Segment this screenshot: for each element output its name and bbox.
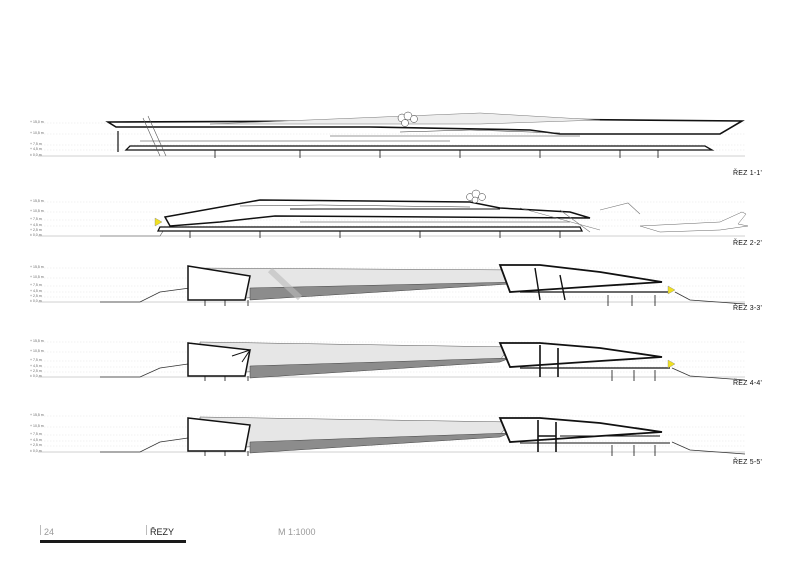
level-label: + 10,5 m <box>30 349 44 353</box>
level-label: + 15,5 m <box>30 413 44 417</box>
footer-rule <box>40 540 186 543</box>
level-label: + 7,5 m <box>30 358 42 362</box>
scale-label: M 1:1000 <box>278 527 316 537</box>
level-label: + 15,5 m <box>30 199 44 203</box>
level-label: + 4,5 m <box>30 438 42 442</box>
level-label: + 2,5 m <box>30 443 42 447</box>
level-label: + 15,5 m <box>30 265 44 269</box>
sheet-title: ŘEZY <box>150 527 175 537</box>
level-label: + 2,5 m <box>30 228 42 232</box>
section-4-label: ŘEZ 4-4' <box>733 380 762 387</box>
level-label: + 7,5 m <box>30 432 42 436</box>
page-number: 24 <box>44 527 55 537</box>
divider-tick <box>40 525 41 535</box>
level-label: + 2,5 m <box>30 294 42 298</box>
level-label: + 4,5 m <box>30 289 42 293</box>
level-label: ± 0,0 m <box>30 449 42 453</box>
level-label: + 15,0 m <box>30 120 44 124</box>
section-3-label: ŘEZ 3-3' <box>733 305 762 312</box>
level-label: + 7,5 m <box>30 283 42 287</box>
level-label: + 10,5 m <box>30 424 44 428</box>
divider-tick <box>146 525 147 535</box>
level-label: + 7,5 m <box>30 217 42 221</box>
level-label: ± 0,0 m <box>30 233 42 237</box>
level-label: + 4,5 m <box>30 147 42 151</box>
level-label: + 10,5 m <box>30 131 44 135</box>
level-label: ± 0,0 m <box>30 374 42 378</box>
level-label: ± 0,0 m <box>30 153 42 157</box>
level-label: + 4,5 m <box>30 223 42 227</box>
level-label: + 10,5 m <box>30 209 44 213</box>
section-5-label: ŘEZ 5-5' <box>733 459 762 466</box>
level-label: ± 0,0 m <box>30 299 42 303</box>
level-label: + 15,5 m <box>30 339 44 343</box>
level-label: + 2,5 m <box>30 369 42 373</box>
section-1-label: ŘEZ 1-1' <box>733 170 762 177</box>
level-label: + 7,5 m <box>30 142 42 146</box>
level-label: + 10,5 m <box>30 275 44 279</box>
level-label: + 4,5 m <box>30 364 42 368</box>
section-2-label: ŘEZ 2-2' <box>733 240 762 247</box>
